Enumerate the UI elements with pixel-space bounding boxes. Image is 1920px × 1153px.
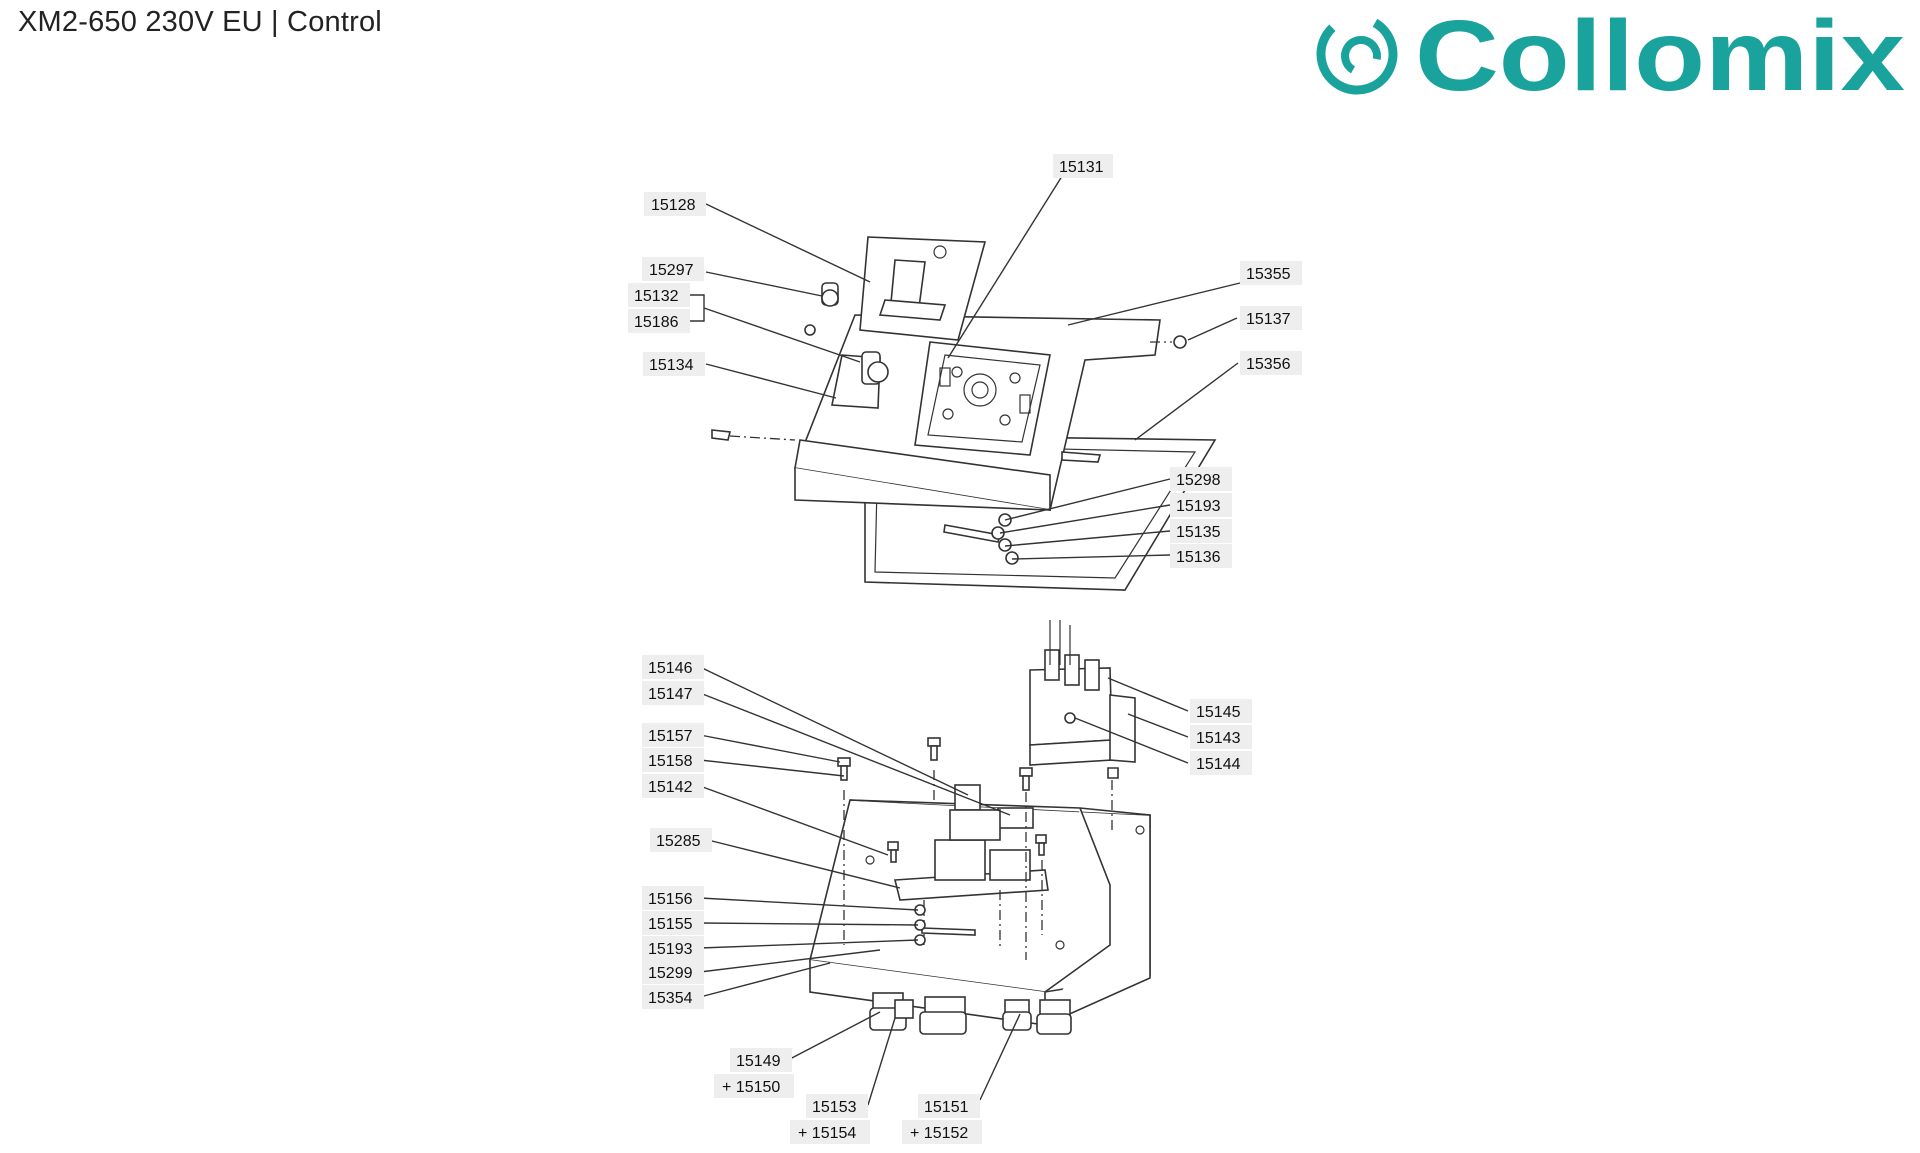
svg-text:15142: 15142 (648, 779, 693, 796)
svg-text:15354: 15354 (648, 990, 693, 1007)
collomix-logo: Collomix (1316, 8, 1905, 100)
part-label: 15132 (628, 283, 690, 307)
part-label: 15147 (642, 681, 704, 705)
svg-text:15298: 15298 (1176, 472, 1221, 489)
part-label: 15146 (642, 655, 704, 679)
part-label: 15155 (642, 911, 704, 935)
leader-lines (690, 172, 1241, 1106)
svg-text:15356: 15356 (1246, 356, 1291, 373)
part-label: 15131 (1053, 154, 1113, 178)
part-label: 15143 (1190, 725, 1252, 749)
svg-text:15137: 15137 (1246, 311, 1291, 328)
part-label: + 15154 (790, 1120, 870, 1144)
svg-text:15134: 15134 (649, 357, 694, 374)
part-label: 15145 (1190, 699, 1252, 723)
svg-text:15149: 15149 (736, 1053, 781, 1070)
part-label: 15285 (650, 828, 712, 852)
part-label: 15157 (642, 723, 704, 747)
svg-text:15153: 15153 (812, 1099, 857, 1116)
part-label: 15298 (1170, 467, 1232, 491)
svg-text:15151: 15151 (924, 1099, 969, 1116)
page-title: XM2-650 230V EU | Control (18, 6, 382, 38)
svg-text:+ 15152: + 15152 (910, 1125, 968, 1142)
part-label: 15186 (628, 309, 690, 333)
part-label: 15149 (730, 1048, 792, 1072)
svg-text:15146: 15146 (648, 660, 693, 677)
svg-text:15355: 15355 (1246, 266, 1291, 283)
part-label: 15136 (1170, 544, 1232, 568)
upper-control-panel-drawing (711, 236, 1217, 591)
part-label: 15158 (642, 748, 704, 772)
part-label: 15299 (642, 960, 704, 984)
svg-text:15156: 15156 (648, 891, 693, 908)
part-label: 15142 (642, 774, 704, 798)
part-label: + 15150 (714, 1074, 794, 1098)
part-label: 15151 (918, 1094, 980, 1118)
part-labels: 15128 15131 15297 15132 15186 15134 1535… (628, 154, 1302, 1144)
svg-text:15147: 15147 (648, 686, 693, 703)
svg-text:15157: 15157 (648, 728, 693, 745)
part-label: 15355 (1240, 261, 1302, 285)
svg-text:15193: 15193 (648, 941, 693, 958)
svg-text:15186: 15186 (634, 314, 679, 331)
svg-text:15155: 15155 (648, 916, 693, 933)
svg-text:15128: 15128 (651, 197, 696, 214)
svg-text:+ 15154: + 15154 (798, 1125, 856, 1142)
svg-text:15132: 15132 (634, 288, 679, 305)
part-label: 15156 (642, 886, 704, 910)
svg-text:15158: 15158 (648, 753, 693, 770)
part-label: 15356 (1240, 351, 1302, 375)
svg-text:15145: 15145 (1196, 704, 1241, 721)
part-label: 15144 (1190, 751, 1252, 775)
part-label: + 15152 (902, 1120, 982, 1144)
svg-text:15143: 15143 (1196, 730, 1241, 747)
svg-text:15131: 15131 (1059, 159, 1104, 176)
part-label: 15297 (642, 257, 704, 281)
svg-text:15193: 15193 (1176, 498, 1221, 515)
brand-wordmark: Collomix (1415, 8, 1905, 100)
part-label: 15193 (642, 936, 704, 960)
part-label: 15134 (643, 352, 705, 376)
svg-text:15299: 15299 (648, 965, 693, 982)
collomix-swirl-icon (1316, 13, 1398, 95)
svg-text:15135: 15135 (1176, 524, 1221, 541)
part-label: 15137 (1240, 306, 1302, 330)
svg-text:15144: 15144 (1196, 756, 1241, 773)
part-label: 15354 (642, 985, 704, 1009)
svg-text:15297: 15297 (649, 262, 694, 279)
svg-text:15285: 15285 (656, 833, 701, 850)
svg-text:15136: 15136 (1176, 549, 1221, 566)
svg-text:+ 15150: + 15150 (722, 1079, 780, 1096)
part-label: 15153 (806, 1094, 868, 1118)
part-label: 15128 (644, 192, 706, 216)
lower-electrical-box-drawing (809, 620, 1151, 1035)
part-label: 15135 (1170, 519, 1232, 543)
part-label: 15193 (1170, 493, 1232, 517)
